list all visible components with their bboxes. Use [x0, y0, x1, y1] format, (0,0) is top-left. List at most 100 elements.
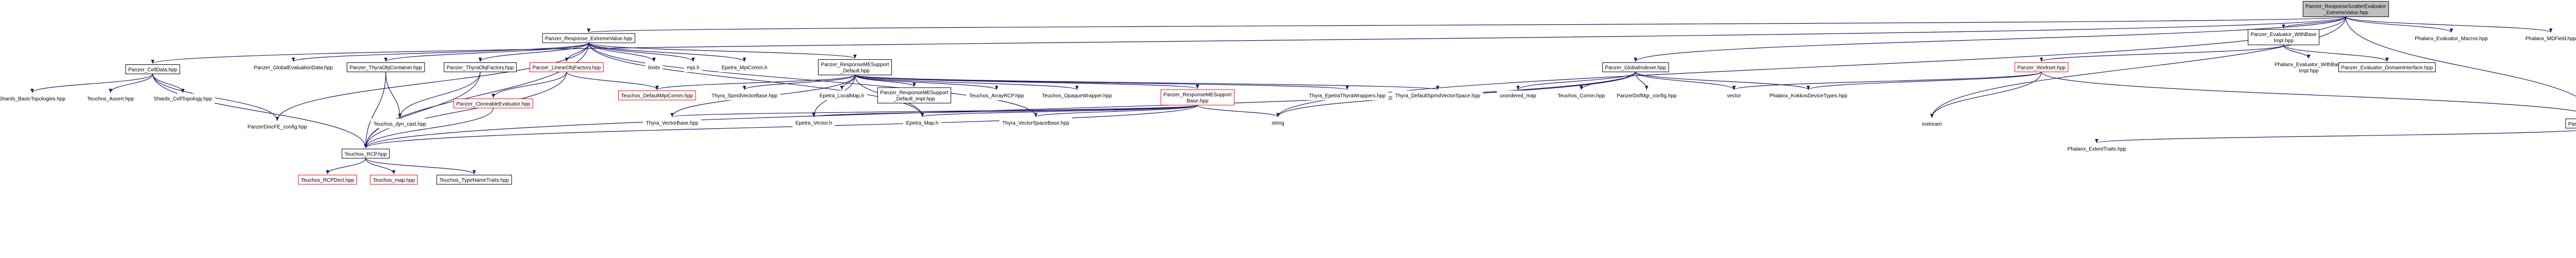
node-label: Teuchos_Assert.hpp [87, 96, 134, 102]
node-iostream[interactable]: iostream [1919, 118, 1945, 129]
edge-root-to-iostream [1930, 16, 2346, 118]
node-thyra-objfac[interactable]: Panzer_ThyraObjFactory.hpp [444, 62, 517, 73]
edge-workset-to-kokkos_dev [1806, 72, 2042, 90]
edge-linearobjfac-to-teuchos_rcp [364, 72, 567, 148]
node-label: Panzer_Evaluator_DomainInterface.hpp [2341, 65, 2433, 71]
node-teuchos-arrayrcp[interactable]: Teuchos_ArrayRCP.hpp [966, 90, 1027, 100]
node-label: unordered_map [1500, 93, 1536, 99]
node-cell-data[interactable]: Panzer_CellData.hpp [125, 64, 180, 75]
edge-workset-to-dimension [2041, 72, 2576, 112]
node-ev-domain[interactable]: Panzer_Evaluator_DomainInterface.hpp [2338, 62, 2436, 73]
node-label: Teuchos_ArrayRCP.hpp [969, 93, 1024, 99]
node-label: Phalanx_Evaluator_WithBase [2275, 62, 2343, 68]
edge-resp_me_support-to-resp_me_default_impl [854, 75, 916, 87]
node-limits[interactable]: limits [645, 62, 663, 73]
node-resp-me-default-impl[interactable]: Panzer_ResponseMESupport_Default_impl.hp… [877, 87, 952, 104]
edge-teuchos_rcp-to-teuchos_rcpdecl [326, 158, 366, 175]
node-teuchos-opaque[interactable]: Teuchos_OpaqueWrapper.hpp [1039, 90, 1115, 100]
node-box [2302, 1, 2389, 18]
node-resp-ev[interactable]: Panzer_Response_ExtremeValue.hpp [542, 33, 635, 43]
node-cloneable[interactable]: Panzer_CloneableEvaluator.hpp [453, 98, 533, 109]
node-label: Panzer_Response_ExtremeValue.hpp [545, 36, 633, 42]
node-workset[interactable]: Panzer_Workset.hpp [2014, 62, 2069, 73]
node-teuchos-rcpdecl[interactable]: Teuchos_RCPDecl.hpp [298, 175, 357, 185]
node-shards-basic[interactable]: Shards_BasicTopologies.hpp [0, 93, 69, 104]
edge-root-to-cell_data [151, 16, 2346, 64]
node-phalanx-extent[interactable]: Phalanx_ExtentTraits.hpp [2064, 144, 2129, 154]
node-epetra-map[interactable]: Epetra_Map.h [903, 117, 942, 128]
node-box [1392, 90, 1483, 100]
node-teuchos-dyn-cast[interactable]: Teuchos_dyn_cast.hpp [370, 118, 429, 129]
node-label: Panzer_Workset.hpp [2018, 65, 2066, 71]
edge-thyra_objfac-to-teuchos_rcp [364, 72, 481, 148]
node-thyra-epetrathyra[interactable]: Thyra_EpetraThyraWrappers.hpp [1306, 90, 1388, 100]
node-unordered-map[interactable]: unordered_map [1497, 90, 1539, 100]
node-label: Impl.hpp [2274, 38, 2294, 44]
edge-workset-to-vector [1732, 72, 2042, 90]
node-thyra-defspmdvs[interactable]: Thyra_DefaultSpmdVectorSpace.hpp [1392, 90, 1483, 100]
node-epetra-localmap[interactable]: Epetra_LocalMap.h [817, 90, 867, 100]
node-global-indexer[interactable]: Panzer_GlobalIndexer.hpp [1602, 62, 1669, 73]
node-box [903, 117, 942, 128]
node-label: Panzer_ResponseScatterEvaluator [2306, 4, 2386, 10]
node-label: Teuchos_dyn_cast.hpp [374, 122, 427, 127]
node-linearobjfac[interactable]: Panzer_LinearObjFactory.hpp [529, 62, 604, 73]
edge-resp_ev-to-mpih [588, 42, 695, 62]
node-label: Phalanx_MDField.hpp [2526, 36, 2576, 42]
node-box [877, 87, 952, 104]
node-teuchos-assert[interactable]: Teuchos_Assert.hpp [84, 93, 137, 104]
node-teuchos-rcp[interactable]: Teuchos_RCP.hpp [342, 148, 390, 159]
node-label: Panzer_CellData.hpp [128, 67, 177, 73]
node-label: string [1272, 121, 1284, 126]
node-label: iostream [1922, 122, 1942, 127]
node-label: Panzer_ResponseMESupport [821, 62, 889, 68]
edge-workset-to-iostream [1930, 72, 2042, 118]
node-label: Panzer_ThyraObjFactory.hpp [447, 65, 514, 71]
node-box [718, 62, 770, 73]
node-shards-cell[interactable]: Shards_CellTopology.hpp [150, 93, 215, 104]
edge-resp_me_support-to-resp_me_base [854, 75, 1199, 89]
node-dimension[interactable]: Panzer_Dimension.hpp [2565, 118, 2576, 129]
node-label: mpi.h [687, 65, 699, 71]
node-string[interactable]: string [1268, 117, 1287, 128]
node-box [645, 62, 663, 73]
node-label: Phalanx_ExtentTraits.hpp [2067, 147, 2127, 152]
node-label: Epetra_MpiComm.h [721, 65, 767, 71]
node-label: Impl.hpp [2299, 68, 2319, 74]
node-thyra-objcont[interactable]: Panzer_ThyraObjContainer.hpp [346, 62, 425, 73]
node-box [708, 90, 781, 100]
edge-resp_me_support-to-thyra_defspmdvs [854, 75, 1439, 90]
node-typename-traits[interactable]: Teuchos_TypeNameTraits.hpp [436, 175, 512, 185]
node-label: Thyra_EpetraThyraWrappers.hpp [1309, 93, 1386, 99]
edge-resp_ev-to-teuchos_rcp [364, 43, 589, 148]
node-thyra-vectorbase[interactable]: Thyra_VectorBase.hpp [643, 117, 701, 128]
dependency-nodes: Panzer_ResponseScatterEvaluator_ExtremeV… [0, 1, 2576, 185]
edge-root-to-resp_ev [588, 16, 2346, 33]
node-macros[interactable]: Phalanx_Evaluator_Macros.hpp [2412, 33, 2491, 43]
node-box [370, 118, 429, 129]
node-thyra-vsbase[interactable]: Thyra_VectorSpaceBase.hpp [999, 117, 1072, 128]
node-epetra-mpicomm[interactable]: Epetra_MpiComm.h [718, 62, 770, 73]
node-teuchos-comm[interactable]: Teuchos_Comm.hpp [1554, 90, 1608, 100]
node-teuchos-map[interactable]: Teuchos_map.hpp [370, 175, 418, 185]
node-default-mpi[interactable]: Teuchos_DefaultMpiComm.hpp [618, 90, 696, 100]
edge-resp_me_base-to-teuchos_rcp [364, 105, 1198, 148]
node-resp-me-support[interactable]: Panzer_ResponseMESupport_Default.hpp [818, 59, 892, 76]
node-kokkos-dev[interactable]: Phalanx_KokkosDeviceTypes.hpp [1766, 90, 1851, 100]
node-box [370, 175, 418, 185]
node-mpih[interactable]: mpi.h [684, 62, 703, 73]
node-panzer-config[interactable]: PanzerDiscFE_config.hpp [244, 122, 310, 132]
edge-resp_me_base-to-epetra_vector [812, 105, 1198, 117]
node-global-evdata[interactable]: Panzer_GlobalEvaluationData.hpp [251, 62, 336, 73]
node-vector[interactable]: vector [1724, 90, 1744, 100]
node-mdfield[interactable]: Phalanx_MDField.hpp [2522, 33, 2576, 43]
node-panzer-dofmgr-config[interactable]: PanzerDofMgr_config.hpp [1614, 90, 1680, 100]
edge-dimension-to-phalanx_extent [2095, 130, 2576, 144]
dependency-edges [30, 16, 2576, 175]
node-thyra-spmdvb[interactable]: Thyra_SpmdVectorBase.hpp [708, 90, 781, 100]
node-epetra-vector[interactable]: Epetra_Vector.h [792, 117, 835, 128]
